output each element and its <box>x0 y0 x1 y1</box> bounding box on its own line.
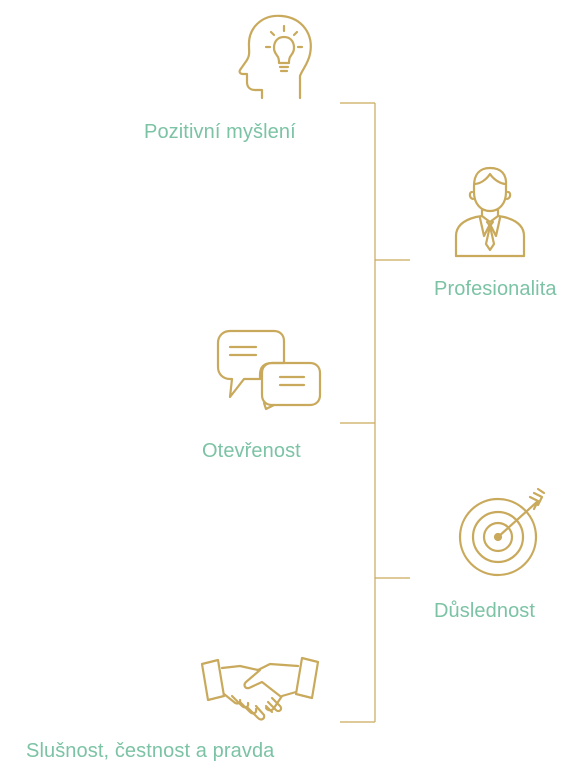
handshake-icon <box>200 656 320 726</box>
value-label-consistency: Důslednost <box>434 600 536 622</box>
businessman-icon <box>446 164 532 260</box>
head-lightbulb-icon <box>234 14 320 100</box>
target-arrow-icon <box>454 487 550 577</box>
value-label-professional: Profesionalita <box>434 278 557 300</box>
value-label-decency: Slušnost, čestnost a pravda <box>26 740 275 762</box>
speech-bubbles-icon <box>216 329 322 411</box>
value-label-positive: Pozitivní myšlení <box>144 121 296 143</box>
value-label-openness: Otevřenost <box>202 440 301 462</box>
